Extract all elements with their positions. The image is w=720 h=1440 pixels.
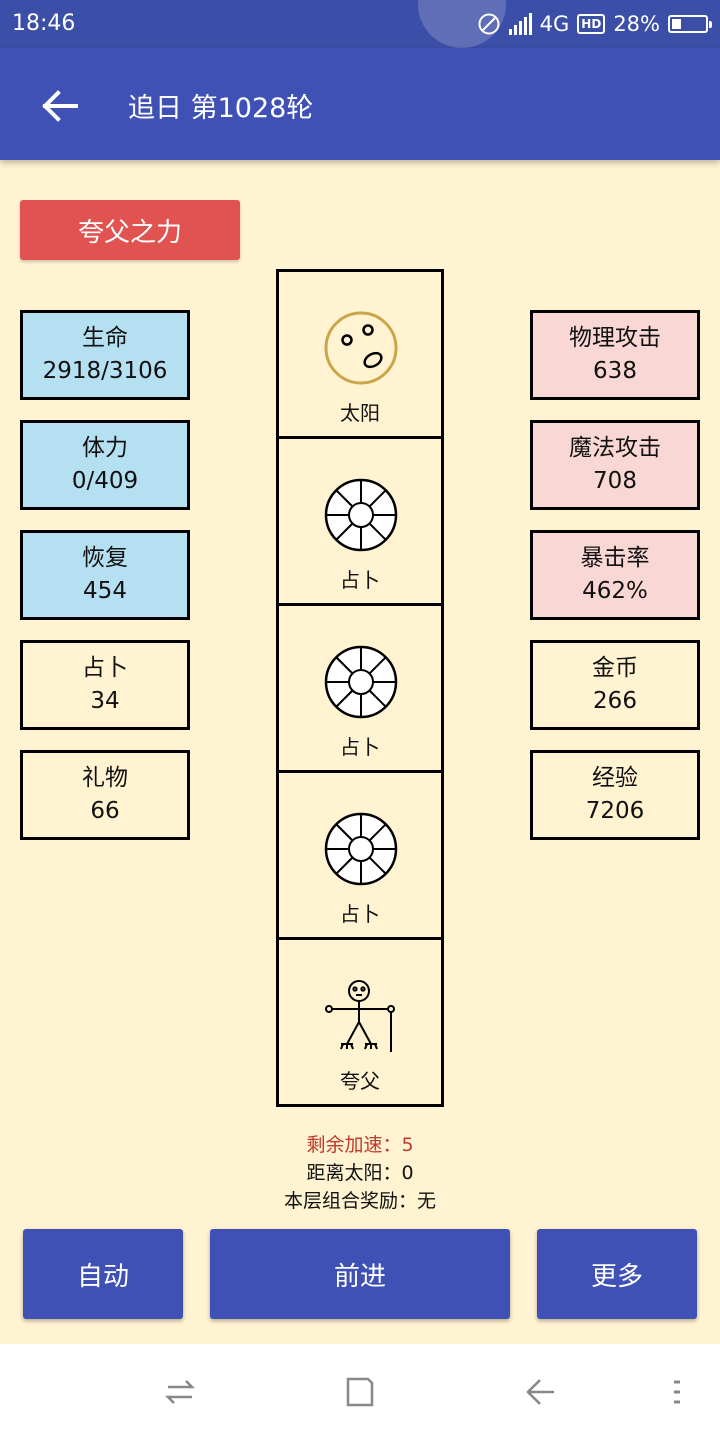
combo-reward-text: 本层组合奖励：无 [283, 1190, 436, 1212]
stat-label: 体力 [82, 435, 128, 461]
stat-value: 0/409 [71, 468, 139, 494]
app-bar: 追日 第1028轮 [0, 48, 720, 160]
stat-value: 266 [593, 688, 637, 714]
stat-stamina: 体力 0/409 [20, 420, 190, 510]
stat-physical-attack: 物理攻击 638 [530, 310, 700, 400]
page-title: 追日 第1028轮 [128, 93, 314, 124]
battery-percent: 28% [613, 12, 660, 36]
stat-magic-attack: 魔法攻击 708 [530, 420, 700, 510]
battery-icon [668, 15, 712, 33]
home-square-icon[interactable] [340, 1374, 380, 1410]
stat-value: 7206 [585, 798, 645, 824]
divination-wheel-icon [324, 645, 398, 719]
stat-value: 708 [593, 468, 637, 494]
track-cell-divination[interactable]: 占卜 [276, 603, 444, 773]
track-cell-sun[interactable]: 太阳 [276, 269, 444, 439]
stat-experience: 经验 7206 [530, 750, 700, 840]
stat-label: 金币 [592, 655, 638, 681]
stat-label: 物理攻击 [569, 325, 661, 351]
more-button[interactable]: 更多 [537, 1229, 697, 1319]
advance-button[interactable]: 前进 [210, 1229, 510, 1319]
distance-to-sun-text: 距离太阳：0 [306, 1162, 414, 1184]
status-time: 18:46 [12, 11, 76, 36]
switch-apps-icon[interactable] [160, 1374, 200, 1410]
stat-label: 暴击率 [580, 545, 650, 571]
stat-gold: 金币 266 [530, 640, 700, 730]
kuafu-figure-icon [325, 980, 395, 1052]
stat-value: 34 [90, 688, 120, 714]
hd-badge: HD [577, 14, 606, 34]
stat-hp: 生命 2918/3106 [20, 310, 190, 400]
signal-icon [508, 13, 532, 35]
divination-wheel-icon [324, 478, 398, 552]
stat-crit-rate: 暴击率 462% [530, 530, 700, 620]
stat-label: 恢复 [82, 545, 128, 571]
auto-button[interactable]: 自动 [23, 1229, 183, 1319]
stat-value: 66 [90, 798, 120, 824]
path-track: 太阳 占卜 占卜 [276, 269, 444, 1109]
track-cell-label: 占卜 [340, 902, 380, 926]
track-cell-kuafu[interactable]: 夸父 [276, 937, 444, 1107]
system-nav-bar [0, 1344, 720, 1440]
stat-label: 占卜 [82, 655, 128, 681]
network-type: 4G [539, 12, 570, 36]
stat-gift: 礼物 66 [20, 750, 190, 840]
track-cell-label: 占卜 [340, 568, 380, 592]
stat-label: 魔法攻击 [569, 435, 661, 461]
stat-value: 454 [83, 578, 127, 604]
stat-label: 经验 [592, 765, 638, 791]
sun-icon [324, 311, 398, 385]
track-cell-label: 太阳 [340, 401, 380, 425]
boost-remaining-text: 剩余加速：5 [306, 1134, 414, 1156]
stat-label: 礼物 [82, 765, 128, 791]
back-nav-icon[interactable] [520, 1374, 560, 1410]
kuafu-power-button[interactable]: 夸父之力 [20, 200, 240, 260]
status-bar: 18:46 4G HD 28% [0, 0, 720, 48]
stat-value: 638 [593, 358, 637, 384]
stat-recovery: 恢复 454 [20, 530, 190, 620]
stat-label: 生命 [82, 325, 128, 351]
stat-value: 462% [582, 578, 648, 604]
track-cell-divination[interactable]: 占卜 [276, 770, 444, 940]
divination-wheel-icon [324, 812, 398, 886]
do-not-disturb-icon [478, 13, 500, 35]
track-cell-label: 占卜 [340, 735, 380, 759]
menu-dots-icon[interactable] [660, 1374, 684, 1410]
back-button[interactable] [36, 82, 84, 130]
track-cell-divination[interactable]: 占卜 [276, 436, 444, 606]
stat-divination: 占卜 34 [20, 640, 190, 730]
stat-value: 2918/3106 [42, 358, 168, 384]
status-icons: 4G HD 28% [477, 10, 712, 38]
track-cell-label: 夸父 [340, 1069, 380, 1093]
arrow-left-icon [42, 90, 78, 122]
